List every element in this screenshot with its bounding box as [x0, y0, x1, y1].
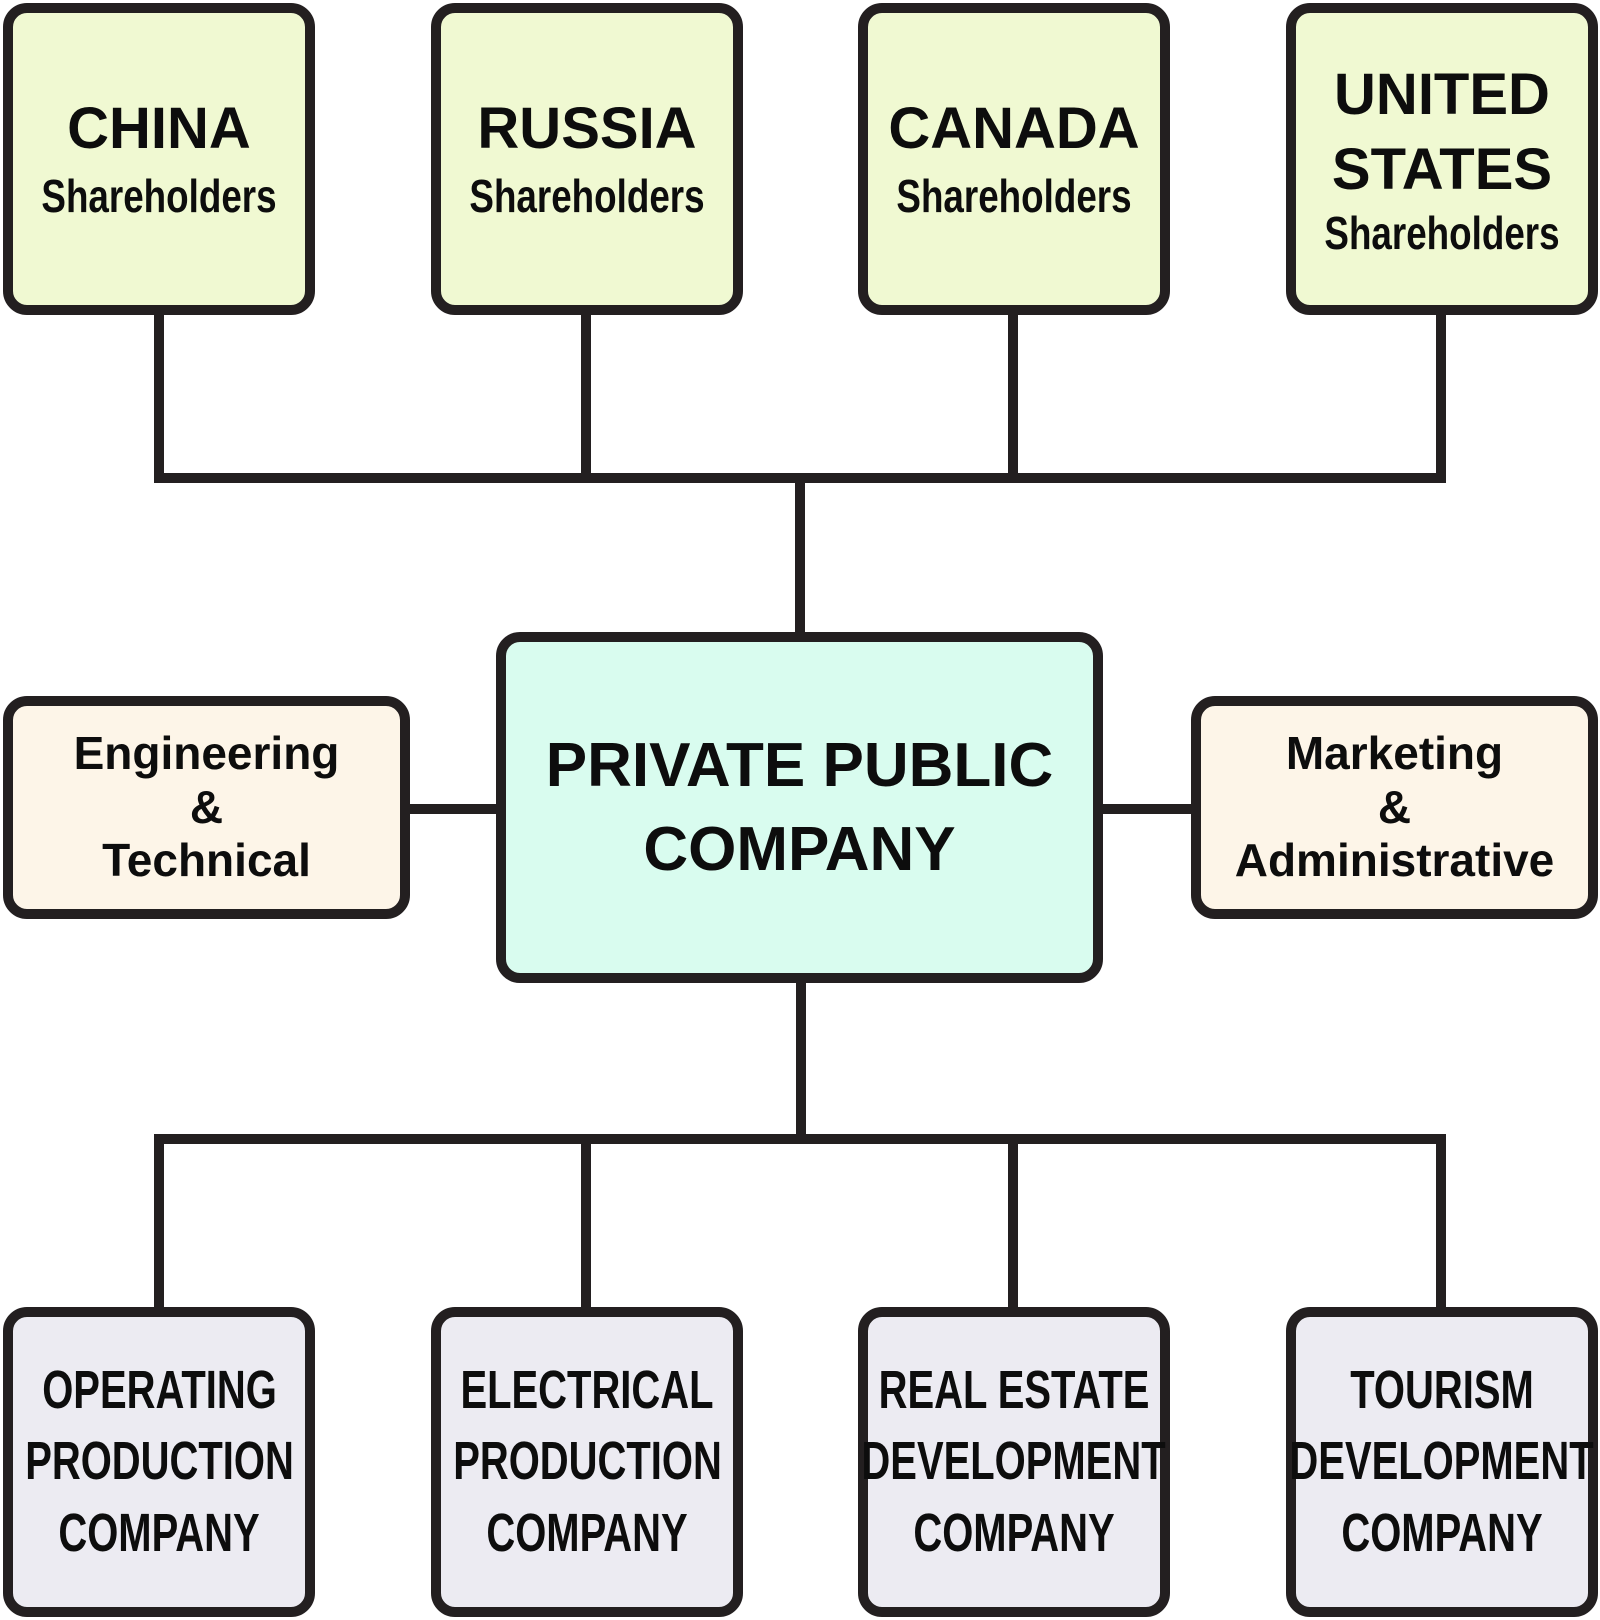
- dept-line1: Marketing: [1285, 726, 1504, 779]
- subsidiary-line3: COMPANY: [58, 1502, 260, 1563]
- country-label: RUSSIA: [477, 96, 697, 162]
- dept-line3: Technical: [102, 834, 311, 887]
- dept-line2: &: [1377, 780, 1412, 833]
- subsidiary-line1: TOURISM: [1350, 1360, 1534, 1421]
- dept-line1: Engineering: [73, 726, 340, 779]
- dept-line3: Administrative: [1234, 834, 1555, 887]
- shareholders-label: Shareholders: [41, 169, 277, 222]
- subsidiary-line1: OPERATING: [41, 1360, 277, 1421]
- center-line2: COMPANY: [643, 814, 956, 884]
- subsidiary-line2: PRODUCTION: [452, 1431, 722, 1492]
- top-bus-line: [154, 315, 1446, 483]
- shareholders-label: Shareholders: [1324, 207, 1560, 260]
- subsidiary-box-electrical: ELECTRICAL PRODUCTION COMPANY: [431, 1307, 743, 1617]
- dept-box-marketing: Marketing & Administrative: [1191, 696, 1598, 919]
- subsidiary-line3: COMPANY: [1341, 1502, 1543, 1563]
- shareholder-box-canada: CANADA Shareholders: [858, 3, 1170, 315]
- shareholders-label: Shareholders: [896, 169, 1132, 222]
- subsidiary-line3: COMPANY: [913, 1502, 1115, 1563]
- subsidiary-box-tourism: TOURISM DEVELOPMENT COMPANY: [1286, 1307, 1598, 1617]
- subsidiary-line2: DEVELOPMENT: [861, 1431, 1167, 1492]
- subsidiary-line1: ELECTRICAL: [460, 1360, 714, 1421]
- country-label: CHINA: [67, 96, 251, 162]
- subsidiary-line2: DEVELOPMENT: [1289, 1431, 1595, 1492]
- dept-box-engineering: Engineering & Technical: [3, 696, 410, 919]
- dept-line2: &: [189, 780, 224, 833]
- shareholder-box-united-states: UNITED STATES Shareholders: [1286, 3, 1598, 315]
- country-label: CANADA: [888, 96, 1140, 162]
- subsidiary-line2: PRODUCTION: [24, 1431, 294, 1492]
- shareholder-box-china: CHINA Shareholders: [3, 3, 315, 315]
- country-label-line2: STATES: [1331, 136, 1553, 202]
- center-company-box: PRIVATE PUBLIC COMPANY: [496, 632, 1103, 983]
- shareholder-box-russia: RUSSIA Shareholders: [431, 3, 743, 315]
- subsidiary-box-operating: OPERATING PRODUCTION COMPANY: [3, 1307, 315, 1617]
- subsidiary-line3: COMPANY: [486, 1502, 688, 1563]
- subsidiary-line1: REAL ESTATE: [878, 1360, 1150, 1421]
- shareholders-label: Shareholders: [469, 169, 705, 222]
- bottom-bus-line: [154, 1134, 1446, 1307]
- center-line1: PRIVATE PUBLIC: [545, 730, 1054, 800]
- country-label-line1: UNITED: [1334, 61, 1550, 127]
- subsidiary-box-real-estate: REAL ESTATE DEVELOPMENT COMPANY: [858, 1307, 1170, 1617]
